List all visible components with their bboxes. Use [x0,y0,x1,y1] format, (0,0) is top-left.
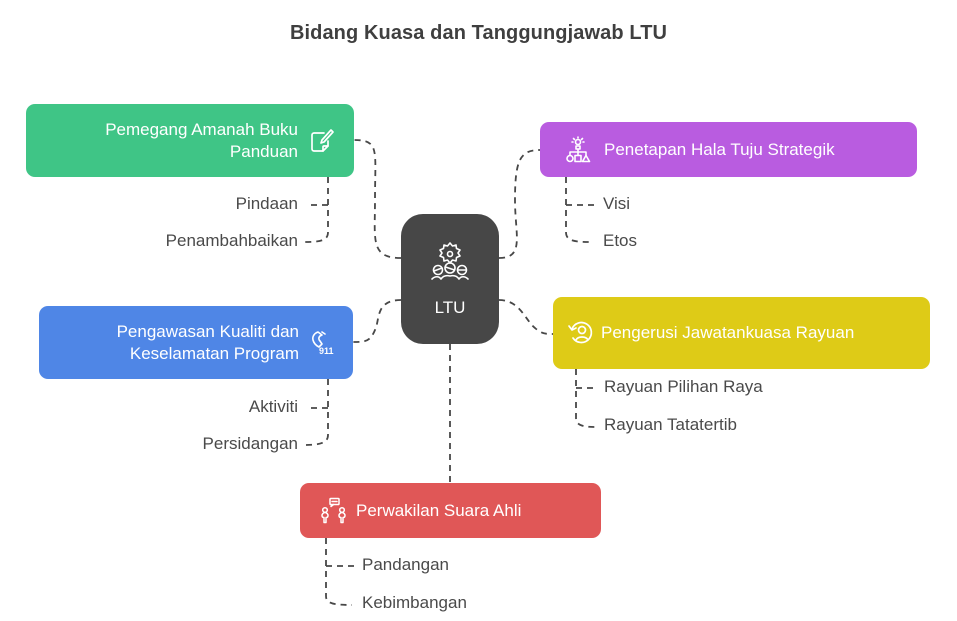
leaf-rayuan-pilihan-raya: Rayuan Pilihan Raya [604,377,763,396]
branch-manual-label-line1: Pemegang Amanah Buku [105,119,298,139]
leaf-kebimbangan: Kebimbangan [362,593,467,612]
branch-appeals-committee[interactable]: Pengerusi Jawatankuasa Rayuan [553,297,930,369]
branch-manual-label-line2: Panduan [229,141,298,161]
branch-expert-voice[interactable]: Perwakilan Suara Ahli [300,483,601,538]
branch-appeals-label: Pengerusi Jawatankuasa Rayuan [601,323,855,342]
leaf-penambahbaikan: Penambahbaikan [165,231,298,250]
leaf-visi: Visi [603,194,631,213]
branch-strategic-direction[interactable]: Penetapan Hala Tuju Strategik [540,122,917,177]
strategy-hierarchy-icon [564,135,592,164]
edit-document-icon [308,127,336,155]
connector-appeals-children [575,369,597,428]
emergency-phone-911-icon: 911 [309,329,337,357]
branch-manual-trustee[interactable]: Pemegang Amanah Buku Panduan [26,104,354,177]
diagram-title: Bidang Kuasa dan Tanggungjawab LTU [289,22,668,44]
branch-quality-label-line2: Keselamatan Program [129,343,299,363]
connector-quality-children [304,379,329,446]
branch-quality-label-line1: Pengawasan Kualiti dan [116,321,299,341]
connector-expert-children [325,538,356,606]
branch-strategy-label: Penetapan Hala Tuju Strategik [604,139,835,159]
leaf-persidangan: Persidangan [202,434,298,453]
connector-center-quality [352,299,402,343]
branch-expert-label: Perwakilan Suara Ahli [356,500,522,520]
leaf-aktiviti: Aktiviti [248,397,298,416]
center-node-ltu[interactable]: LTU [401,214,499,344]
leaf-rayuan-tatatertib: Rayuan Tatatertib [604,415,737,434]
leaf-pandangan: Pandangan [362,555,449,574]
team-gear-icon [430,241,470,290]
leaf-pindaan: Pindaan [235,194,298,213]
user-history-icon [567,319,595,347]
branch-quality-safety[interactable]: Pengawasan Kualiti dan Keselamatan Progr… [39,306,353,379]
svg-text:911: 911 [319,346,334,356]
connector-strategy-children [565,177,595,243]
connector-manual-children [304,177,329,243]
connector-center-manual [353,139,402,259]
connector-center-appeals [498,299,554,335]
leaf-etos: Etos [603,231,638,250]
connector-center-strategy [498,149,541,259]
people-conversation-icon [320,497,348,525]
center-node-label: LTU [434,297,466,317]
